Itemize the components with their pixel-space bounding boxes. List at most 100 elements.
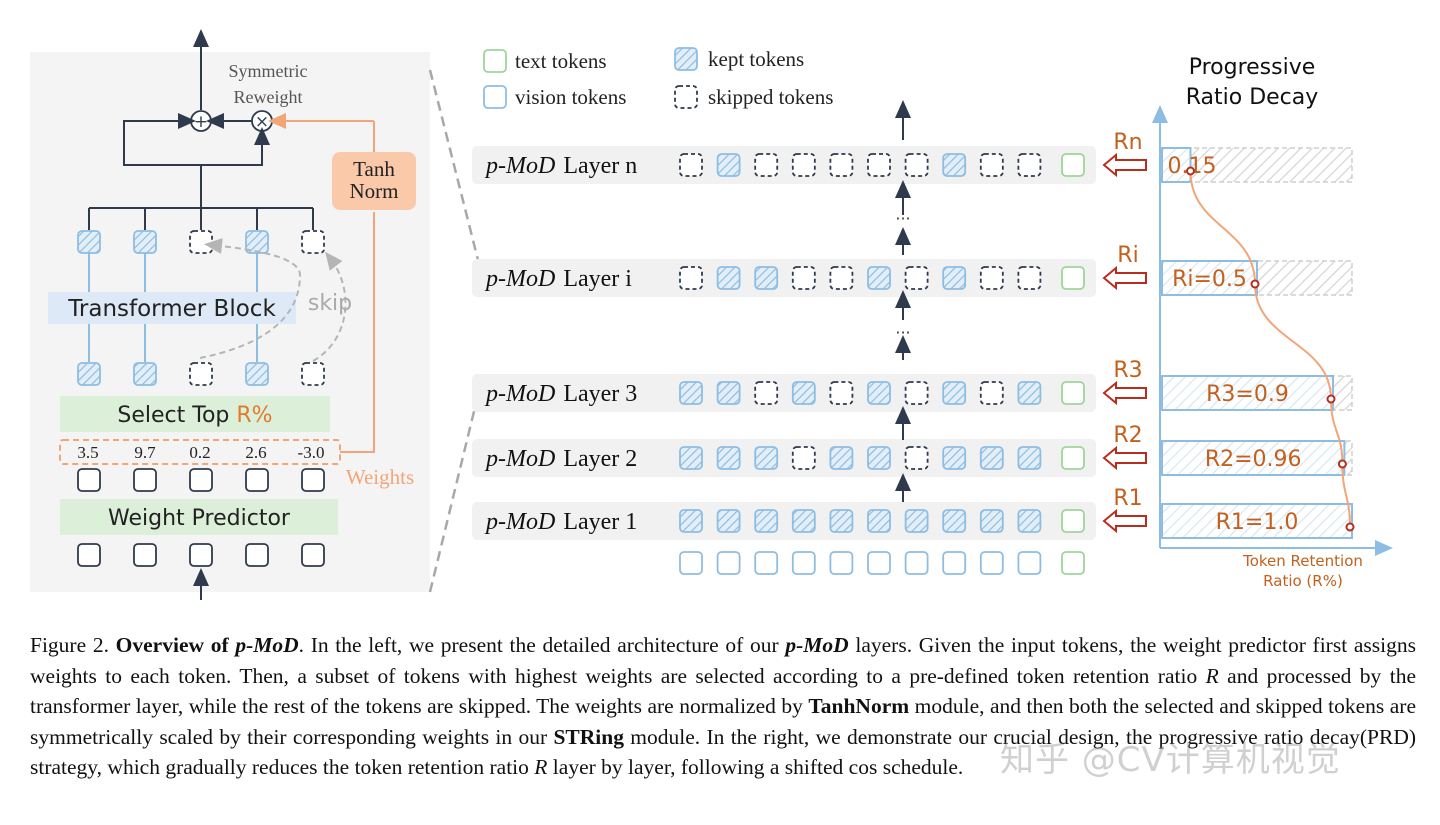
caption-title: Overview of p-MoD <box>115 633 299 657</box>
skipped-token-icon <box>754 153 779 177</box>
decay-title-line1: Progressive <box>1189 55 1316 80</box>
reweight-label-line2: Reweight <box>234 87 303 107</box>
vision-token-icon <box>754 551 779 575</box>
ratio-bar-label: R2=0.96 <box>1205 447 1302 472</box>
weight-value: 3.5 <box>77 443 98 462</box>
ratio-bar: R3=0.9 <box>1161 375 1353 411</box>
transformer-block <box>48 292 296 324</box>
ratio-arrow-label: R1 <box>1113 486 1142 511</box>
kept-token-icon <box>679 509 703 533</box>
skipped-token-icon <box>674 85 698 109</box>
skipped-token-icon <box>791 446 816 470</box>
plus-symbol: + <box>194 112 208 132</box>
skipped-token-icon <box>979 381 1004 405</box>
skipped-token-icon <box>904 153 929 177</box>
kept-token-icon <box>716 446 741 470</box>
kept-token-icon <box>133 362 157 386</box>
ratio-arrow-icon <box>1102 152 1147 178</box>
vision-token-icon <box>679 551 703 575</box>
progressive-ratio-decay-chart: Progressive Ratio Decay Token Retention … <box>1152 55 1393 590</box>
decay-xlabel-line1: Token Retention <box>1242 552 1363 570</box>
token-icon <box>245 468 269 492</box>
ratio-bar: R1=1.0 <box>1161 503 1353 539</box>
ratio-arrow-label: Ri <box>1117 243 1138 268</box>
ratio-bar-label: R3=0.9 <box>1206 382 1289 407</box>
kept-token-icon <box>716 266 741 290</box>
select-top-label: Select Top R% <box>117 403 272 428</box>
token-icon <box>301 543 325 567</box>
ratio-arrow-icon <box>1102 445 1147 471</box>
decay-point <box>1186 166 1195 176</box>
legend-vision-tokens: vision tokens <box>515 85 626 109</box>
ratio-bar: Ri=0.5 <box>1161 260 1353 296</box>
skipped-token-icon <box>679 153 703 177</box>
skipped-token-icon <box>904 446 929 470</box>
kept-token-icon <box>1017 381 1042 405</box>
tanh-norm-label-line1: Tanh <box>353 157 395 181</box>
vision-token-icon <box>979 551 1004 575</box>
decay-point <box>1345 522 1355 532</box>
vision-token-icon <box>904 551 929 575</box>
text-token-icon <box>1061 446 1085 470</box>
skipped-token-icon <box>1017 266 1042 290</box>
token-icon <box>77 543 101 567</box>
legend-skipped-tokens: skipped tokens <box>708 85 833 109</box>
weight-value: -3.0 <box>298 443 325 462</box>
ratio-bar-label: 0.15 <box>1168 154 1217 179</box>
figure-diagram: Symmetric Reweight + × <box>30 29 1393 610</box>
caption-text: layer by layer, following a shifted cos … <box>547 755 964 780</box>
diagram-canvas: Symmetric Reweight + × <box>30 29 1393 610</box>
ratio-arrow-icon <box>1102 265 1147 291</box>
token-icon <box>133 543 157 567</box>
ratio-bar-remaining <box>1161 147 1353 183</box>
text-token-icon <box>1061 551 1085 575</box>
tanh-norm-box <box>332 152 416 210</box>
skipped-token-icon <box>189 230 213 254</box>
weights-to-norm-path <box>340 212 375 453</box>
kept-token-icon <box>867 266 891 290</box>
figure-caption: Figure 2. Overview of p-MoD. In the left… <box>30 630 1416 783</box>
skipped-token-icon <box>867 153 891 177</box>
vision-token-icon <box>1017 551 1042 575</box>
ratio-bar-kept <box>1161 503 1353 539</box>
vision-token-icon <box>867 551 891 575</box>
kept-token-icon <box>791 509 816 533</box>
skipped-token-icon <box>829 381 854 405</box>
times-symbol: × <box>255 112 269 132</box>
text-token-icon <box>1061 381 1085 405</box>
kept-token-icon <box>829 509 854 533</box>
token-icon <box>77 468 101 492</box>
kept-token-icon <box>942 509 967 533</box>
kept-token-icon <box>674 47 698 71</box>
skipped-token-icon <box>829 153 854 177</box>
legend: text tokens vision tokens kept tokens sk… <box>483 47 833 109</box>
ratio-arrow-label: R2 <box>1113 423 1142 448</box>
caption-string: STRing <box>553 724 624 749</box>
vision-token-icon <box>829 551 854 575</box>
ratio-arrow-label: R3 <box>1113 358 1142 383</box>
skipped-token-icon <box>301 362 325 386</box>
skipped-token-icon <box>679 266 703 290</box>
left-architecture-panel: Symmetric Reweight + × <box>30 29 430 610</box>
caption-method-name: p-MoD <box>785 633 849 657</box>
token-icon <box>189 543 213 567</box>
layer-row-background <box>472 374 1096 412</box>
ratio-arrow-icon <box>1102 380 1147 406</box>
text-token-icon <box>483 49 507 73</box>
select-top-box <box>60 396 330 432</box>
vision-token-icon <box>483 85 507 109</box>
kept-token-icon <box>77 230 101 254</box>
decay-xlabel-line2: Ratio (R%) <box>1263 572 1343 590</box>
legend-kept-tokens: kept tokens <box>708 47 804 71</box>
vision-token-icon <box>716 551 741 575</box>
kept-token-icon <box>942 381 967 405</box>
skip-path-1 <box>199 238 302 359</box>
token-icon <box>245 543 269 567</box>
kept-token-icon <box>791 381 816 405</box>
